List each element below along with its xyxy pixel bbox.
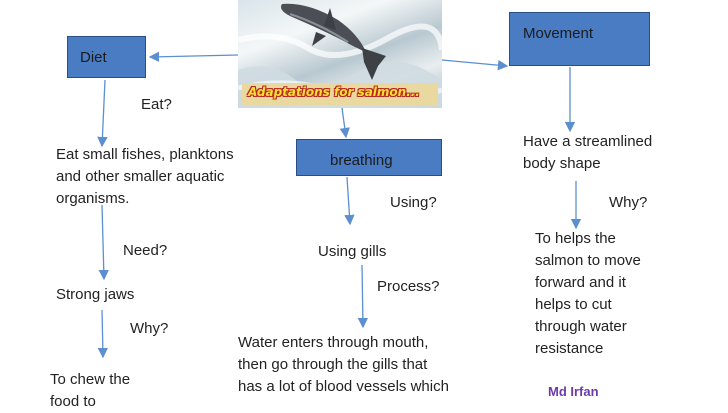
movement-box: Movement xyxy=(509,12,650,66)
diet-box: Diet xyxy=(67,36,146,78)
diet-question-why: Why? xyxy=(130,320,169,337)
connector-arrows xyxy=(97,51,582,359)
photo-caption-text: Adaptations for salmon... xyxy=(248,85,420,99)
diet-answer-jaws: Strong jaws xyxy=(56,286,135,303)
diet-answer-chew: To chew the food to xyxy=(50,371,131,410)
breathing-box-label: breathing xyxy=(330,152,393,169)
diet-question-need: Need? xyxy=(123,242,168,259)
arrow-food-to-jaws xyxy=(98,204,109,281)
arrow-diet-to-food xyxy=(97,79,108,148)
movement-answer-shape: Have a streamlined body shape xyxy=(523,133,653,172)
breathing-answer-process: Water enters through mouth, then go thro… xyxy=(238,334,449,395)
movement-answer-reason: To helps the salmon to move forward and … xyxy=(535,230,641,357)
arrow-photo-to-diet xyxy=(148,51,239,62)
diet-answer-food: Eat small fishes, planktons and other sm… xyxy=(56,146,234,207)
arrow-jaws-to-chew xyxy=(97,309,109,359)
breathing-box: breathing xyxy=(296,139,442,176)
author-credit: Md Irfan xyxy=(548,384,599,399)
movement-question-why: Why? xyxy=(609,194,648,211)
arrow-photo-to-breathing xyxy=(339,107,350,139)
breathing-question-process: Process? xyxy=(377,278,440,295)
diet-question-eat: Eat? xyxy=(141,96,172,113)
arrow-breathing-to-gills xyxy=(344,176,355,226)
breathing-answer-gills: Using gills xyxy=(318,243,387,260)
diet-box-label: Diet xyxy=(80,49,107,66)
arrow-photo-to-movement xyxy=(441,59,509,71)
movement-box-label: Movement xyxy=(523,25,594,42)
breathing-question-using: Using? xyxy=(390,194,437,211)
arrow-gills-to-process xyxy=(357,264,369,329)
salmon-photo: Adaptations for salmon... xyxy=(238,0,442,108)
photo-caption: Adaptations for salmon... xyxy=(242,83,438,105)
